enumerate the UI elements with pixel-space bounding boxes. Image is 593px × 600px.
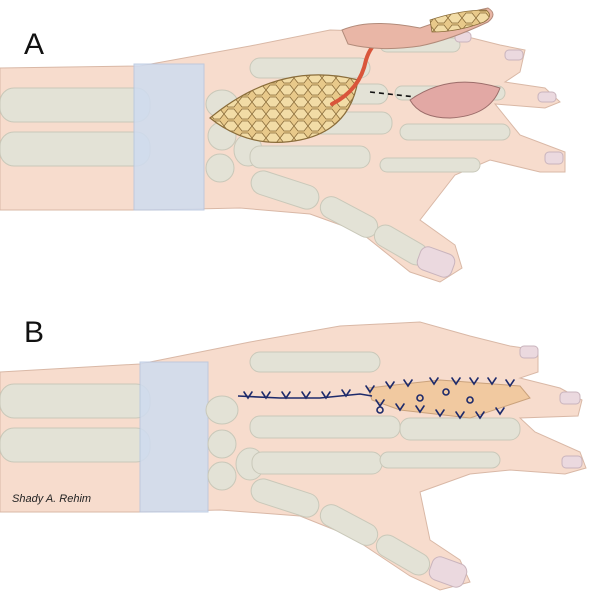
panel-a-ulna-bone — [0, 131, 151, 167]
author-signature: Shady A. Rehim — [12, 493, 92, 505]
panel-label-a: A — [24, 28, 45, 61]
panel-b-metacarpals — [249, 351, 401, 475]
panel-b-illustration — [0, 321, 587, 591]
panel-a-wrist-ligament — [133, 63, 205, 211]
panel-a-illustration — [0, 7, 566, 283]
panel-b-ulna-bone — [0, 427, 151, 463]
panel-b-finger-phalanges — [379, 417, 521, 469]
suture-icon — [243, 377, 515, 420]
panel-b-thumb-bones — [250, 478, 431, 576]
fat-graft-icon — [209, 74, 359, 143]
flap-fat-layer — [429, 9, 490, 33]
panel-a-fingernails — [416, 31, 564, 278]
panel-b-wrist-ligament — [139, 361, 209, 513]
donor-site-lens — [409, 81, 501, 119]
panel-b-fingernails — [428, 345, 583, 588]
panel-b-radius-bone — [0, 383, 151, 419]
panel-label-b: B — [24, 316, 45, 349]
panel-a-radius-bone — [0, 87, 151, 123]
panel-a-thumb-bones — [250, 170, 429, 266]
